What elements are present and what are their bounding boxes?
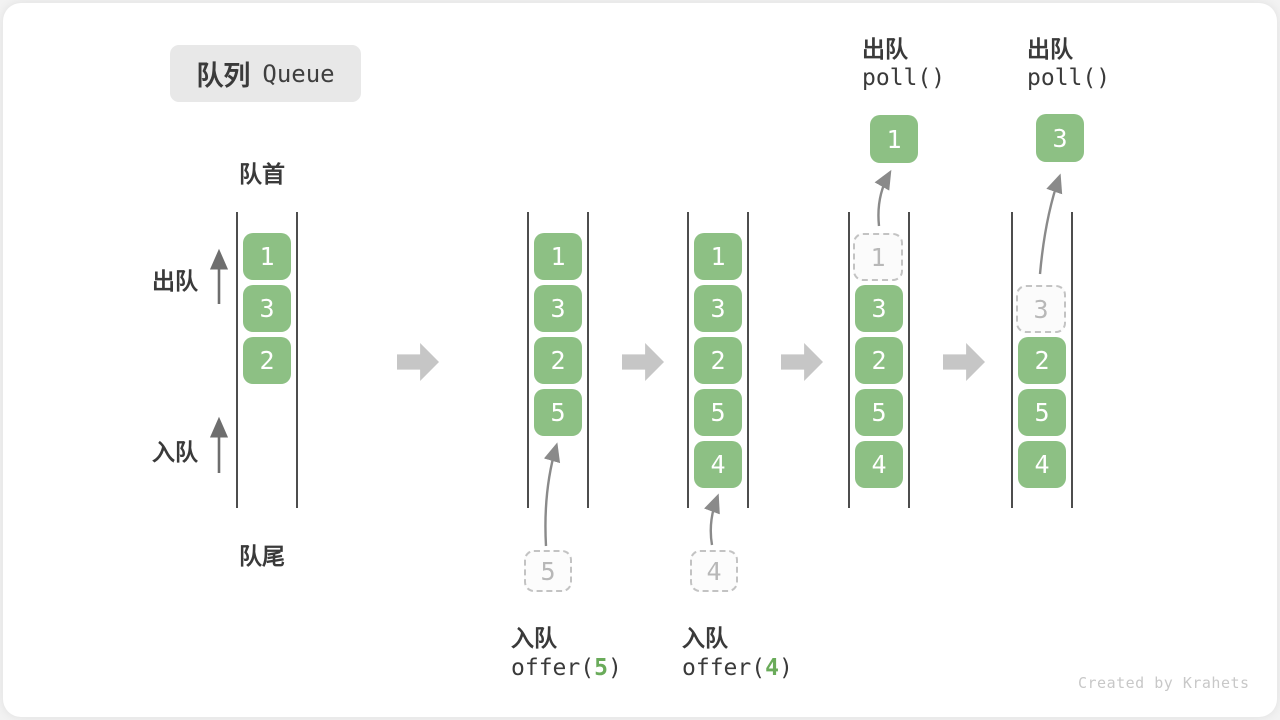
removed-slot: 3 [1016,285,1066,333]
queue-cell: 2 [534,337,582,384]
queue-cell: 1 [694,233,742,280]
queue-cell: 4 [694,441,742,488]
incoming-element: 4 [690,550,738,592]
removed-slot: 1 [853,233,903,281]
queue-cell: 3 [855,285,903,332]
code-arg: 4 [765,655,779,681]
queue-cell: 3 [534,285,582,332]
queue-cell: 2 [694,337,742,384]
code-prefix: offer( [511,655,595,681]
code-suffix: ) [607,655,622,681]
queue-cell: 3 [694,285,742,332]
title-zh: 队列 [196,61,251,91]
queue-cell: 2 [855,337,903,384]
queue-state-2: 1 3 2 5 [527,212,589,508]
code-suffix: ) [778,655,793,681]
offer5-label-zh: 入队 [511,625,557,651]
queue-cell: 3 [243,285,291,332]
polled-element: 3 [1036,114,1084,162]
offer4-label-code: offer(4) [682,655,793,681]
queue-wall [1071,212,1073,508]
queue-cell: 1 [534,233,582,280]
queue-wall [908,212,910,508]
queue-cell: 2 [243,337,291,384]
queue-wall [236,212,238,508]
queue-wall [687,212,689,508]
label-queue-front: 队首 [239,161,285,187]
queue-cell: 4 [1018,441,1066,488]
queue-cell: 2 [1018,337,1066,384]
label-enqueue: 入队 [152,439,198,465]
label-queue-rear: 队尾 [239,543,285,569]
queue-wall [587,212,589,508]
offer5-label-code: offer(5) [511,655,622,681]
queue-wall [527,212,529,508]
polled-element: 1 [870,115,918,163]
queue-wall [848,212,850,508]
poll1-label-zh: 出队 [862,36,908,62]
queue-cell: 5 [694,389,742,436]
title-en: Queue [262,59,335,88]
poll2-label-code: poll() [1027,65,1111,91]
label-dequeue: 出队 [152,268,198,294]
queue-cell: 5 [1018,389,1066,436]
queue-cell: 5 [534,389,582,436]
queue-state-3: 1 3 2 5 4 [687,212,749,508]
queue-state-5: 3 2 5 4 [1011,212,1073,508]
queue-state-1: 1 3 2 [236,212,298,508]
queue-cell: 4 [855,441,903,488]
queue-wall [296,212,298,508]
title-badge: 队列 Queue [170,45,361,102]
queue-wall [1011,212,1013,508]
incoming-element: 5 [524,550,572,592]
queue-wall [747,212,749,508]
queue-state-4: 1 3 2 5 4 [848,212,910,508]
poll2-label-zh: 出队 [1027,36,1073,62]
code-arg: 5 [594,655,608,681]
offer4-label-zh: 入队 [682,625,728,651]
code-prefix: offer( [682,655,766,681]
queue-cell: 1 [243,233,291,280]
poll1-label-code: poll() [862,65,946,91]
queue-cell: 5 [855,389,903,436]
watermark-credit: Created by Krahets [1078,674,1250,692]
